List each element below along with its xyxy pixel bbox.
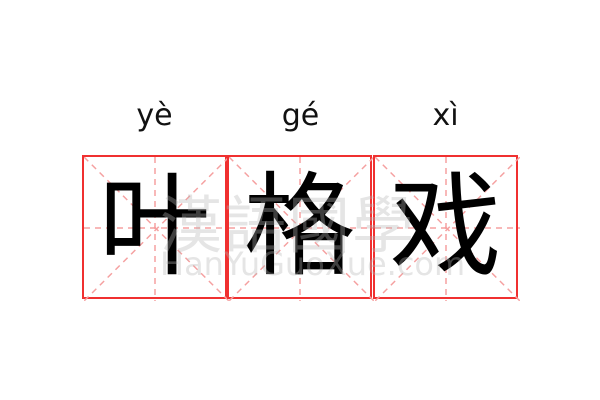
character-cell-2: 格 (227, 155, 374, 301)
grid-guides (229, 157, 374, 301)
pinyin-1: yè (136, 98, 173, 133)
character-3: 戏 (389, 162, 502, 292)
character-2: 格 (243, 162, 356, 292)
grid-guides (375, 157, 520, 301)
grid-guides (84, 157, 229, 301)
character-1: 叶 (98, 162, 211, 292)
pinyin-2: gé (281, 98, 320, 133)
character-grid: 叶 格 戏 (82, 155, 520, 301)
pinyin-3: xì (432, 98, 459, 133)
character-cell-1: 叶 (82, 155, 229, 301)
character-cell-3: 戏 (373, 155, 520, 301)
